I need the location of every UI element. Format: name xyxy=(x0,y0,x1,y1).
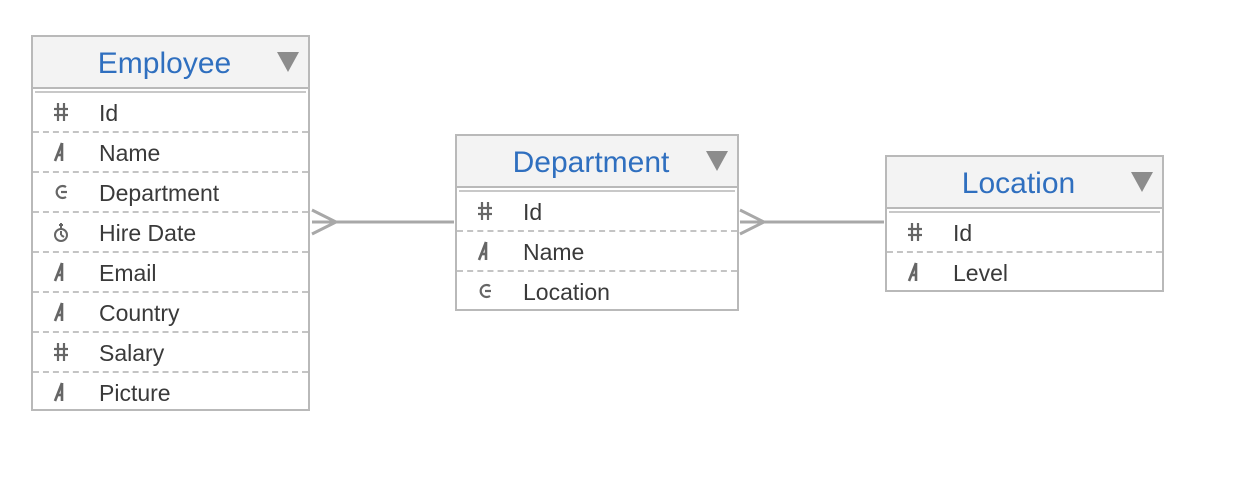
field-row[interactable]: Salary xyxy=(33,333,308,373)
text-icon xyxy=(475,239,495,263)
field-row[interactable]: Hire Date xyxy=(33,213,308,253)
field-label: Country xyxy=(99,300,180,326)
reference-icon xyxy=(475,279,495,303)
field-row[interactable]: Name xyxy=(457,232,737,272)
field-label: Name xyxy=(99,140,161,166)
field-list: Id Name Location xyxy=(457,192,737,312)
field-row[interactable]: Id xyxy=(457,192,737,232)
field-row[interactable]: Email xyxy=(33,253,308,293)
field-row[interactable]: Id xyxy=(887,213,1162,253)
field-row[interactable]: Level xyxy=(887,253,1162,293)
entity-header: Location xyxy=(887,157,1162,209)
relationship-department-location xyxy=(739,208,884,236)
field-label: Salary xyxy=(99,340,165,366)
header-divider xyxy=(459,188,735,192)
text-icon xyxy=(905,260,925,284)
number-icon xyxy=(51,340,71,364)
field-row[interactable]: Department xyxy=(33,173,308,213)
field-label: Name xyxy=(523,239,585,265)
text-icon xyxy=(51,300,71,324)
field-label: Department xyxy=(99,180,220,206)
number-icon xyxy=(905,220,925,244)
field-row[interactable]: Id xyxy=(33,93,308,133)
crowfoot-marker xyxy=(311,208,340,236)
field-label: Id xyxy=(953,220,973,246)
field-row[interactable]: Country xyxy=(33,293,308,333)
entity-location[interactable]: Location Id Level xyxy=(885,155,1164,292)
number-icon xyxy=(51,100,71,124)
text-icon xyxy=(51,140,71,164)
reference-icon xyxy=(51,180,71,204)
text-icon xyxy=(51,380,71,404)
entity-header: Employee xyxy=(33,37,308,89)
date-icon xyxy=(51,220,71,244)
entity-department[interactable]: Department Id Name Location xyxy=(455,134,739,311)
field-label: Level xyxy=(953,260,1008,286)
crowfoot-marker xyxy=(739,208,768,236)
field-row[interactable]: Location xyxy=(457,272,737,312)
entity-title: Department xyxy=(512,146,670,179)
field-label: Picture xyxy=(99,380,171,406)
field-list: Id Level xyxy=(887,213,1162,293)
field-label: Id xyxy=(523,199,543,225)
collapse-triangle-icon[interactable] xyxy=(277,52,299,72)
field-label: Location xyxy=(523,279,610,305)
entity-title: Location xyxy=(961,167,1076,200)
collapse-triangle-icon[interactable] xyxy=(706,151,728,171)
field-row[interactable]: Name xyxy=(33,133,308,173)
text-icon xyxy=(51,260,71,284)
field-label: Email xyxy=(99,260,157,286)
field-row[interactable]: Picture xyxy=(33,373,308,413)
entity-header: Department xyxy=(457,136,737,188)
header-divider xyxy=(889,209,1160,213)
field-list: Id Name Department Hire Date xyxy=(33,93,308,413)
field-label: Hire Date xyxy=(99,220,197,246)
field-label: Id xyxy=(99,100,119,126)
entity-title: Employee xyxy=(97,47,232,80)
relationship-employee-department xyxy=(311,208,454,236)
number-icon xyxy=(475,199,495,223)
collapse-triangle-icon[interactable] xyxy=(1131,172,1153,192)
entity-employee[interactable]: Employee Id Name Department xyxy=(31,35,310,411)
header-divider xyxy=(35,89,306,93)
